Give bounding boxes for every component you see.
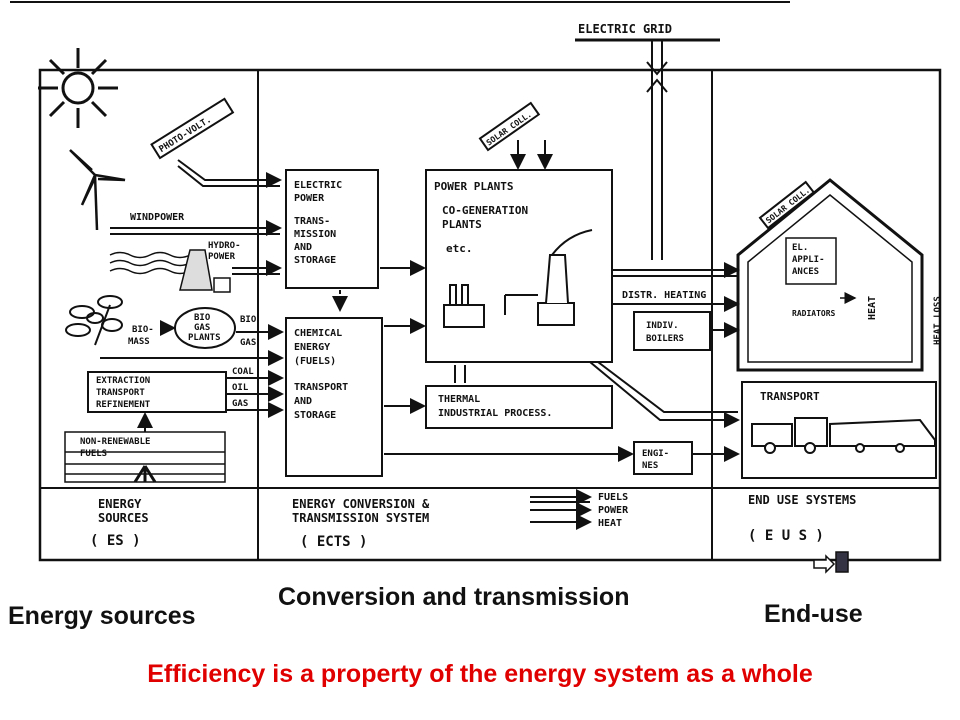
extraction-label-1: EXTRACTION bbox=[96, 376, 150, 386]
chemical-energy-label-6: STORAGE bbox=[294, 410, 336, 421]
coal-label: COAL bbox=[232, 367, 254, 377]
power-plants-label-1: POWER PLANTS bbox=[434, 180, 513, 193]
indiv-boilers-box bbox=[633, 311, 711, 351]
appliances-label-3: ANCES bbox=[792, 267, 819, 277]
biogas-plants-label-2: GAS bbox=[194, 323, 210, 333]
end-use-caption: End-use bbox=[764, 600, 863, 628]
thermal-label-1: THERMAL bbox=[438, 394, 480, 405]
solar-coll-top-label: SOLAR COLL. bbox=[485, 110, 534, 148]
hydro-dam-icon bbox=[109, 249, 231, 293]
biogas-plants-label-3: PLANTS bbox=[188, 333, 221, 343]
chemical-energy-label-3: (FUELS) bbox=[294, 356, 336, 367]
power-plant-icon bbox=[443, 229, 593, 328]
legend-power: POWER bbox=[598, 505, 629, 516]
next-slide-icon[interactable] bbox=[813, 551, 849, 574]
hydropower-label-1: HYDRO- bbox=[208, 241, 241, 251]
appliances-label-1: EL. bbox=[792, 243, 808, 253]
biomass-label-2: MASS bbox=[128, 337, 150, 347]
biogas-out-label-2: GAS bbox=[240, 338, 256, 348]
es-label-3: ( ES ) bbox=[90, 533, 141, 549]
wind-turbine-icon bbox=[69, 149, 126, 231]
ects-label-1: ENERGY CONVERSION & bbox=[292, 497, 430, 511]
non-renewable-label-2: FUELS bbox=[80, 449, 107, 459]
chemical-energy-label-4: TRANSPORT bbox=[294, 382, 348, 393]
appliances-label-2: APPLI- bbox=[792, 255, 825, 265]
non-renewable-deposit bbox=[64, 431, 226, 483]
biogas-out-label-1: BIO bbox=[240, 315, 257, 325]
ects-label-2: TRANSMISSION SYSTEM bbox=[292, 511, 429, 525]
energy-sources-caption: Energy sources bbox=[8, 602, 196, 630]
radiators-label: RADIATORS bbox=[792, 309, 836, 318]
thermal-label-2: INDUSTRIAL PROCESS. bbox=[438, 408, 552, 419]
es-label-2: SOURCES bbox=[98, 511, 149, 525]
appliances-box bbox=[785, 237, 837, 285]
vehicles-icon bbox=[751, 417, 936, 454]
heat-label: HEAT bbox=[867, 296, 878, 320]
electric-power-label-2: POWER bbox=[294, 193, 325, 204]
chemical-energy-label-5: AND bbox=[294, 396, 312, 407]
windpower-label: WINDPOWER bbox=[130, 212, 185, 223]
electric-power-label-4: MISSION bbox=[294, 229, 336, 240]
chemical-energy-label-1: CHEMICAL bbox=[294, 328, 342, 339]
engines-box bbox=[633, 441, 693, 475]
house-solar-collector: SOLAR COLL. bbox=[758, 180, 816, 230]
house-solar-label: SOLAR COLL. bbox=[764, 186, 811, 226]
electric-power-label-1: ELECTRIC bbox=[294, 180, 342, 191]
oil-label: OIL bbox=[232, 383, 249, 393]
gas-label: GAS bbox=[232, 399, 248, 409]
power-plants-box bbox=[425, 169, 613, 363]
conversion-caption: Conversion and transmission bbox=[278, 583, 630, 611]
engines-label-1: ENGI- bbox=[642, 449, 669, 459]
ects-label-3: ( ECTS ) bbox=[300, 534, 367, 550]
efficiency-statement: Efficiency is a property of the energy s… bbox=[147, 660, 813, 688]
biogas-plants-label-1: BIO bbox=[194, 313, 211, 323]
electric-power-label-6: STORAGE bbox=[294, 255, 336, 266]
electric-grid-label: ELECTRIC GRID bbox=[578, 22, 672, 36]
indiv-boilers-label-2: BOILERS bbox=[646, 334, 684, 344]
biomass-label-1: BIO- bbox=[132, 325, 154, 335]
electric-power-box bbox=[285, 169, 379, 289]
electric-power-label-3: TRANS- bbox=[294, 216, 330, 227]
house-icon bbox=[736, 178, 924, 372]
sun-icon bbox=[38, 48, 118, 128]
engines-label-2: NES bbox=[642, 461, 658, 471]
extraction-label-2: TRANSPORT bbox=[96, 388, 145, 398]
power-plants-label-4: etc. bbox=[446, 242, 473, 255]
chemical-energy-label-2: ENERGY bbox=[294, 342, 330, 353]
electric-grid: ELECTRIC GRID bbox=[575, 22, 720, 260]
non-renewable-label-1: NON-RENEWABLE bbox=[80, 437, 150, 447]
photovoltaic-panel: PHOTO-VOLT. bbox=[150, 97, 235, 160]
power-plants-label-3: PLANTS bbox=[442, 218, 482, 231]
legend-heat: HEAT bbox=[598, 518, 622, 529]
legend-arrows bbox=[530, 489, 592, 530]
legend-fuels: FUELS bbox=[598, 492, 628, 503]
energy-system-diagram: ELECTRIC GRID PHOTO-VOLT. WINDPOWER bbox=[10, 1, 943, 574]
eus-label-1: END USE SYSTEMS bbox=[748, 493, 856, 507]
biomass-plant-icon bbox=[65, 295, 123, 346]
transport-label: TRANSPORT bbox=[760, 390, 820, 403]
eus-label-2: ( E U S ) bbox=[748, 528, 824, 544]
thermal-process-box bbox=[425, 385, 613, 429]
distr-heating-label: DISTR. HEATING bbox=[622, 290, 706, 301]
es-label-1: ENERGY bbox=[98, 497, 142, 511]
hydropower-label-2: POWER bbox=[208, 252, 236, 262]
indiv-boilers-label-1: INDIV. bbox=[646, 321, 679, 331]
heat-loss-label: HEAT LOSS bbox=[933, 296, 943, 345]
chemical-energy-box bbox=[285, 317, 383, 477]
electric-power-label-5: AND bbox=[294, 242, 312, 253]
extraction-box bbox=[87, 371, 227, 413]
extraction-label-3: REFINEMENT bbox=[96, 400, 151, 410]
power-plants-label-2: CO-GENERATION bbox=[442, 204, 528, 217]
solar-collector-top: SOLAR COLL. bbox=[478, 101, 541, 152]
